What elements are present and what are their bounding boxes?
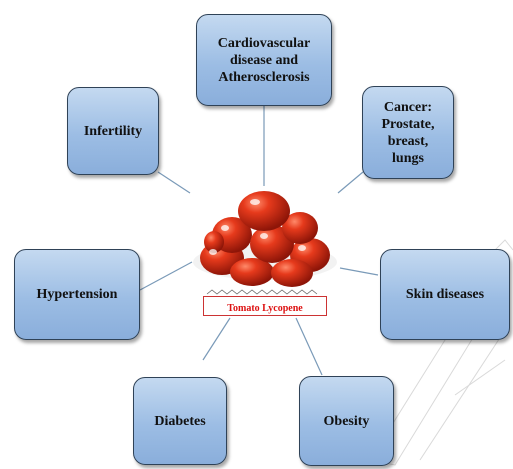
- node-cancer: Cancer: Prostate, breast, lungs: [362, 86, 454, 179]
- node-obesity: Obesity: [299, 376, 394, 466]
- node-infertility: Infertility: [67, 87, 159, 175]
- node-skin-diseases: Skin diseases: [380, 249, 510, 340]
- tomato-lycopene-label: Tomato Lycopene: [203, 296, 327, 316]
- node-hypertension: Hypertension: [14, 249, 140, 340]
- node-cardiovascular: Cardiovascular disease and Atheroscleros…: [196, 14, 332, 106]
- node-diabetes: Diabetes: [133, 377, 227, 465]
- lycopene-molecule: [207, 290, 317, 294]
